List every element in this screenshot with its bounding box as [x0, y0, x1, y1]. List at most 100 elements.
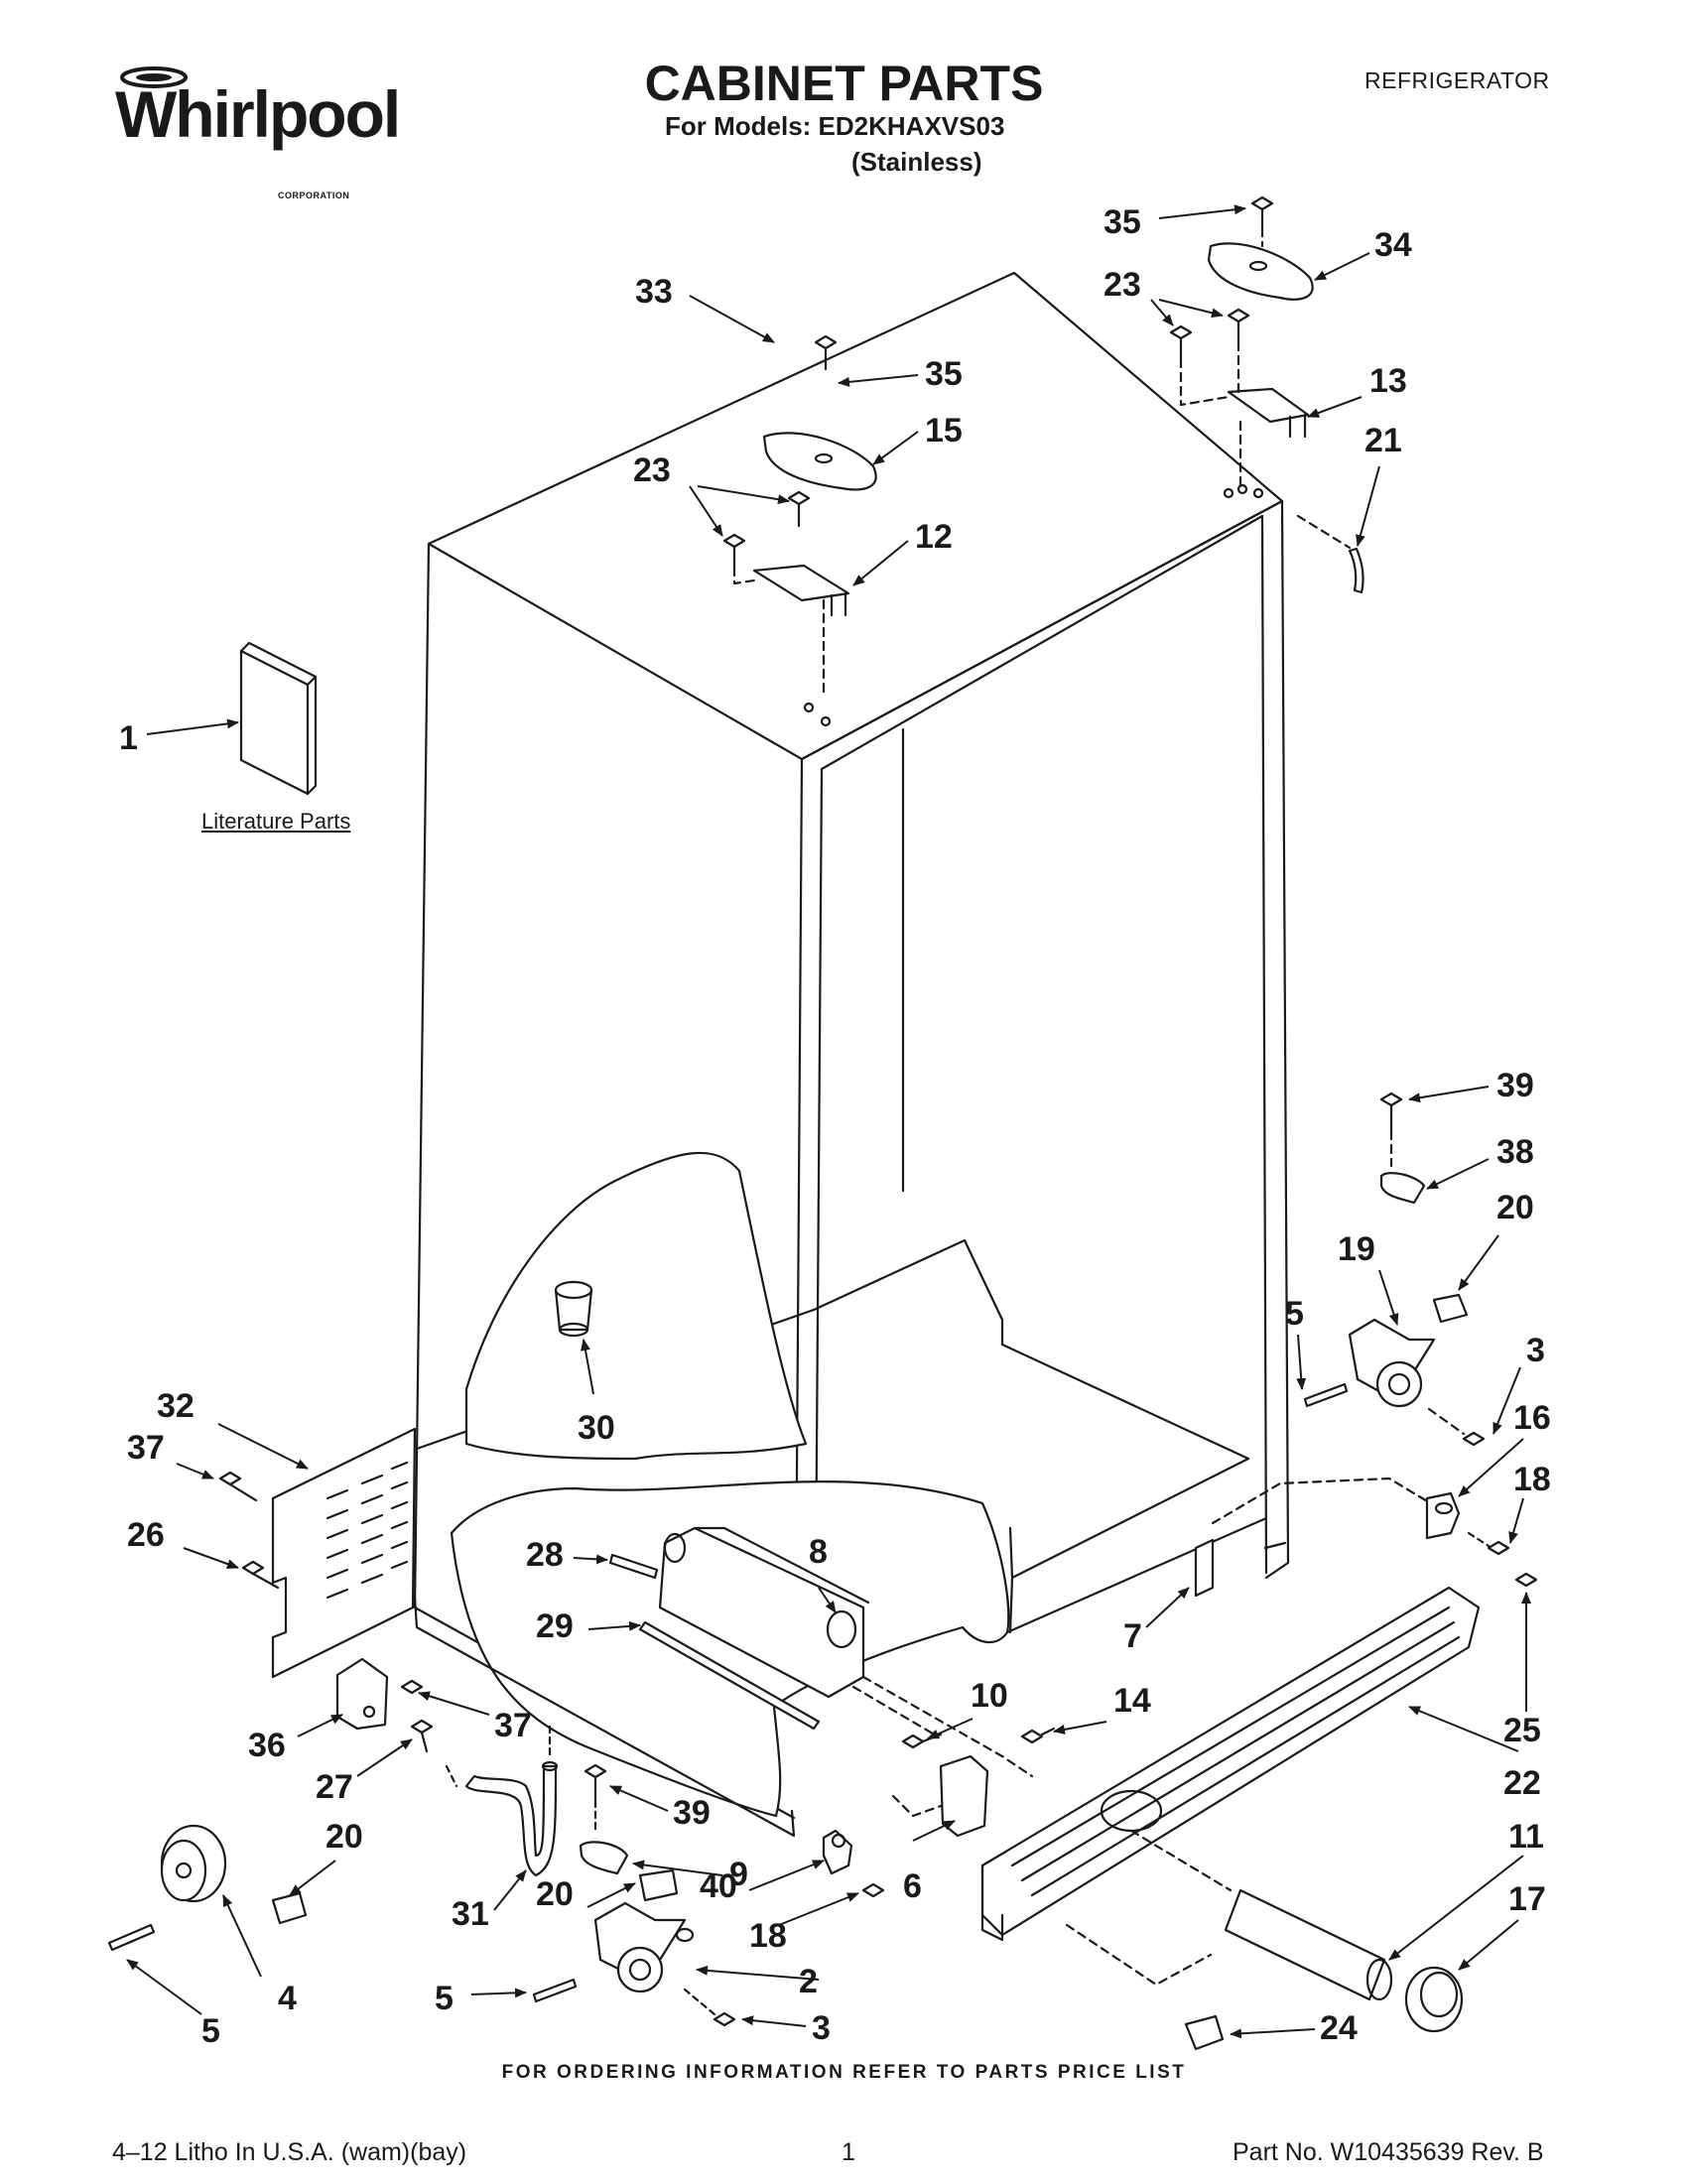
callout-26: 26 [127, 1516, 165, 1554]
rod-28-icon [608, 1553, 659, 1580]
brand-logo: Whirlpool CORPORATION [109, 60, 401, 200]
screw-37-icon [218, 1471, 258, 1502]
literature-book-icon [239, 641, 318, 796]
page-title: CABINET PARTS [644, 56, 1044, 111]
callout-9: 9 [729, 1856, 748, 1893]
page-number: 1 [842, 2138, 855, 2166]
callout-30: 30 [578, 1409, 615, 1447]
water-filter-icon [1224, 1888, 1393, 2001]
screw-26-icon [241, 1560, 280, 1590]
pin-5-right-icon [1303, 1382, 1349, 1408]
callout-27: 27 [316, 1768, 353, 1806]
top-hinge-cover-right-icon [1207, 242, 1314, 301]
screw-3-lower-icon [713, 2011, 736, 2027]
top-hinge-left-icon [752, 564, 850, 617]
rear-roller-icon [160, 1824, 227, 1903]
callout-6: 6 [903, 1867, 922, 1905]
callout-18: 18 [749, 1917, 787, 1955]
screw-left-1-icon [814, 334, 838, 371]
screw-right-2-icon [1227, 308, 1250, 344]
callout-29: 29 [536, 1607, 574, 1645]
brand-subtext: CORPORATION [278, 191, 350, 200]
callout-5: 5 [1285, 1295, 1304, 1333]
screw-right-1-icon [1250, 195, 1274, 230]
callout-3: 3 [1526, 1332, 1545, 1369]
appliance-category: REFRIGERATOR [1364, 67, 1550, 93]
callout-33: 33 [635, 273, 673, 311]
clip-24-icon [1184, 2014, 1225, 2051]
ordering-note: FOR ORDERING INFORMATION REFER TO PARTS … [501, 2062, 1187, 2083]
leveler-9-icon [579, 1841, 629, 1875]
drain-tube-icon [464, 1760, 559, 1877]
rear-access-panel-icon [271, 1427, 417, 1679]
literature-parts-label: Literature Parts [201, 809, 351, 834]
front-roller-left-icon [593, 1901, 695, 1993]
callout-18: 18 [1513, 1461, 1551, 1498]
callout-17: 17 [1508, 1880, 1546, 1918]
callout-12: 12 [915, 518, 953, 556]
callout-38: 38 [1496, 1133, 1534, 1171]
part-number: Part No. W10435639 Rev. B [1233, 2138, 1544, 2166]
callout-32: 32 [157, 1387, 195, 1425]
screw-14-icon [1020, 1727, 1056, 1744]
screw-left-2-icon [787, 490, 811, 528]
screw-3-right-icon [1462, 1431, 1486, 1447]
screw-18-right-icon [1467, 1531, 1510, 1556]
pin-5-lower-icon [532, 1978, 578, 2003]
screw-39-left-icon [584, 1763, 607, 1803]
callout-14: 14 [1113, 1682, 1151, 1720]
screw-right-3-icon [1169, 324, 1193, 361]
callout-35: 35 [1104, 203, 1141, 241]
rod-29-icon [638, 1620, 821, 1731]
brand-name: Whirlpool [115, 77, 401, 151]
callout-40: 40 [700, 1867, 737, 1905]
callout-39: 39 [1496, 1067, 1534, 1104]
bracket-7-icon [1194, 1538, 1215, 1598]
pad-20-left-icon [271, 1891, 308, 1925]
leveling-leg-icon [554, 1280, 593, 1338]
cutaway-base [450, 1480, 1010, 1818]
callout-28: 28 [526, 1536, 564, 1574]
callout-16: 16 [1513, 1399, 1551, 1437]
bracket-36-icon [335, 1657, 389, 1731]
screw-27-icon [410, 1719, 434, 1753]
model-line: For Models: ED2KHAXVS03 [665, 111, 1005, 141]
callout-23: 23 [633, 451, 671, 489]
cabinet-body [413, 271, 1290, 1820]
callout-2: 2 [799, 1963, 818, 2000]
callout-34: 34 [1374, 226, 1412, 264]
logo-swoosh-icon [120, 66, 188, 88]
screw-37-lower-icon [400, 1679, 424, 1695]
top-hinge-cover-left-icon [762, 432, 877, 491]
callout-1: 1 [119, 719, 138, 757]
callout-20: 20 [325, 1818, 363, 1856]
tube-21-icon [1348, 547, 1364, 594]
callout-13: 13 [1369, 362, 1407, 400]
callout-25: 25 [1503, 1712, 1541, 1749]
pad-20-lower-icon [638, 1868, 679, 1902]
callout-labels: 1 33 35 15 23 12 35 34 23 13 21 39 38 20… [119, 203, 1551, 2050]
callout-7: 7 [1123, 1617, 1142, 1655]
callout-19: 19 [1338, 1230, 1375, 1268]
front-grille-icon [980, 1586, 1481, 1942]
callout-31: 31 [452, 1895, 489, 1933]
callout-21: 21 [1364, 422, 1402, 459]
screw-18-left-icon [861, 1882, 885, 1898]
screw-left-3-icon [722, 533, 746, 570]
callout-36: 36 [248, 1727, 286, 1764]
litho-info: 4–12 Litho In U.S.A. (wam)(bay) [112, 2138, 467, 2166]
callout-20: 20 [1496, 1189, 1534, 1226]
finish-line: (Stainless) [851, 147, 982, 177]
leveler-38-right-icon [1379, 1172, 1426, 1205]
callout-8: 8 [809, 1533, 828, 1571]
callout-5: 5 [201, 2012, 220, 2050]
callout-22: 22 [1503, 1764, 1541, 1802]
pad-20-right-icon [1432, 1293, 1469, 1324]
callout-37: 37 [127, 1429, 165, 1467]
pin-5-left-icon [107, 1923, 156, 1952]
screw-39-right-icon [1379, 1092, 1403, 1133]
callout-35: 35 [925, 355, 963, 393]
screw-10-icon [901, 1733, 943, 1749]
callout-10: 10 [971, 1677, 1008, 1715]
